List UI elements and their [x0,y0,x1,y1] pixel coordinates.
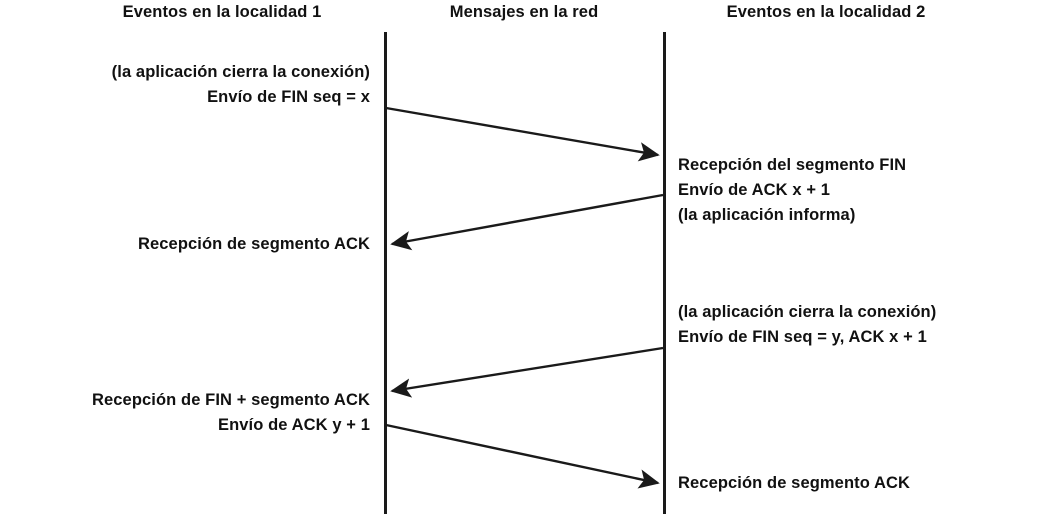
column-header-network: Mensajes en la red [449,3,599,21]
event-label-line: Recepción del segmento FIN [678,156,907,174]
message-arrow-ack-x-plus-1 [390,193,664,251]
event-label-line: (la aplicación informa) [678,206,856,224]
column-header-local-1: Eventos en la localidad 1 [122,3,322,21]
event-label-line: (la aplicación cierra la conexión) [111,63,370,81]
event-label-right-close: (la aplicación cierra la conexión) Envío… [678,300,936,350]
event-label-line: Recepción de segmento ACK [678,474,911,492]
event-label-line: Envío de ACK x + 1 [678,181,831,199]
event-label-line: (la aplicación cierra la conexión) [678,303,937,321]
event-label-right-fin-received: Recepción del segmento FIN Envío de ACK … [678,153,906,228]
event-label-left-fin-ack-received: Recepción de FIN + segmento ACK Envío de… [0,388,370,438]
event-label-right-ack-received: Recepción de segmento ACK [678,471,910,496]
event-label-left-ack-received: Recepción de segmento ACK [0,232,370,257]
message-arrow-ack-y-plus-1 [385,423,660,489]
event-label-line: Recepción de FIN + segmento ACK [91,391,370,409]
message-arrow-fin-y [390,346,664,398]
event-label-line: Envío de ACK y + 1 [217,416,370,434]
event-label-line: Envío de FIN seq = y, ACK x + 1 [678,328,927,346]
event-label-line: Recepción de segmento ACK [137,235,370,253]
column-header-local-2: Eventos en la localidad 2 [726,3,926,21]
event-label-line: Envío de FIN seq = x [207,88,370,106]
message-arrow-fin-x [385,106,660,162]
event-label-left-close: (la aplicación cierra la conexión) Envío… [0,60,370,110]
